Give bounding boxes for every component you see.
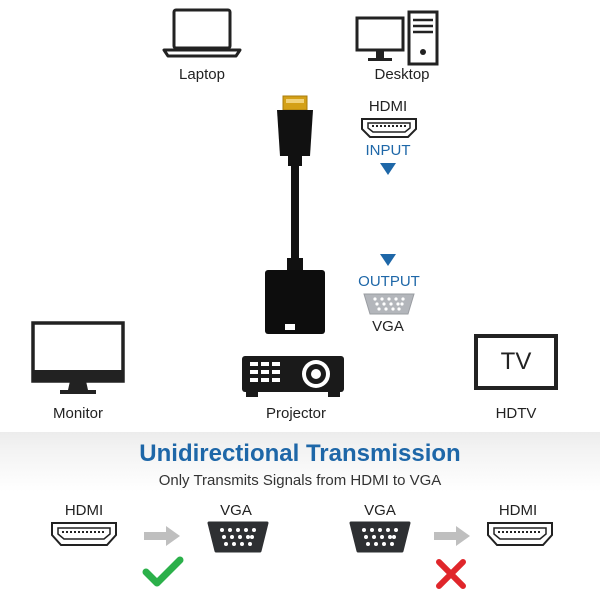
input-label: INPUT — [365, 142, 411, 159]
arrow-right-icon — [434, 526, 470, 546]
arrow-right-icon — [144, 526, 180, 546]
hdtv-icon: TV — [474, 334, 558, 390]
transmission-panel — [0, 432, 600, 600]
hdmi-port-icon — [361, 118, 417, 138]
input-port-label: HDMI — [368, 98, 408, 115]
hdmi-to-vga-adapter — [265, 95, 325, 334]
left-to-label: VGA — [220, 502, 252, 519]
cross-icon — [436, 559, 466, 589]
vga-port-icon — [349, 521, 411, 553]
hdmi-port-icon — [51, 522, 117, 546]
transmission-title: Unidirectional Transmission — [139, 440, 461, 467]
projector-icon — [242, 356, 344, 397]
desktop-label: Desktop — [374, 66, 430, 83]
arrow-down-icon — [380, 254, 396, 266]
check-icon — [142, 556, 184, 587]
hdtv-label: HDTV — [495, 405, 537, 422]
laptop-icon — [162, 8, 242, 58]
projector-label: Projector — [265, 405, 327, 422]
output-label: OUTPUT — [358, 273, 420, 290]
output-port-label: VGA — [372, 318, 404, 335]
transmission-subtitle: Only Transmits Signals from HDMI to VGA — [158, 472, 442, 489]
monitor-icon — [31, 321, 125, 394]
left-from-label: HDMI — [64, 502, 104, 519]
desktop-icon — [355, 10, 439, 66]
right-from-label: VGA — [364, 502, 396, 519]
arrow-down-icon — [380, 163, 396, 175]
tv-screen-text: TV — [500, 348, 532, 375]
hdmi-port-icon — [487, 522, 553, 546]
vga-port-icon — [207, 521, 269, 553]
right-to-label: HDMI — [498, 502, 538, 519]
monitor-label: Monitor — [52, 405, 104, 422]
laptop-label: Laptop — [179, 66, 225, 83]
vga-port-icon — [363, 293, 415, 315]
